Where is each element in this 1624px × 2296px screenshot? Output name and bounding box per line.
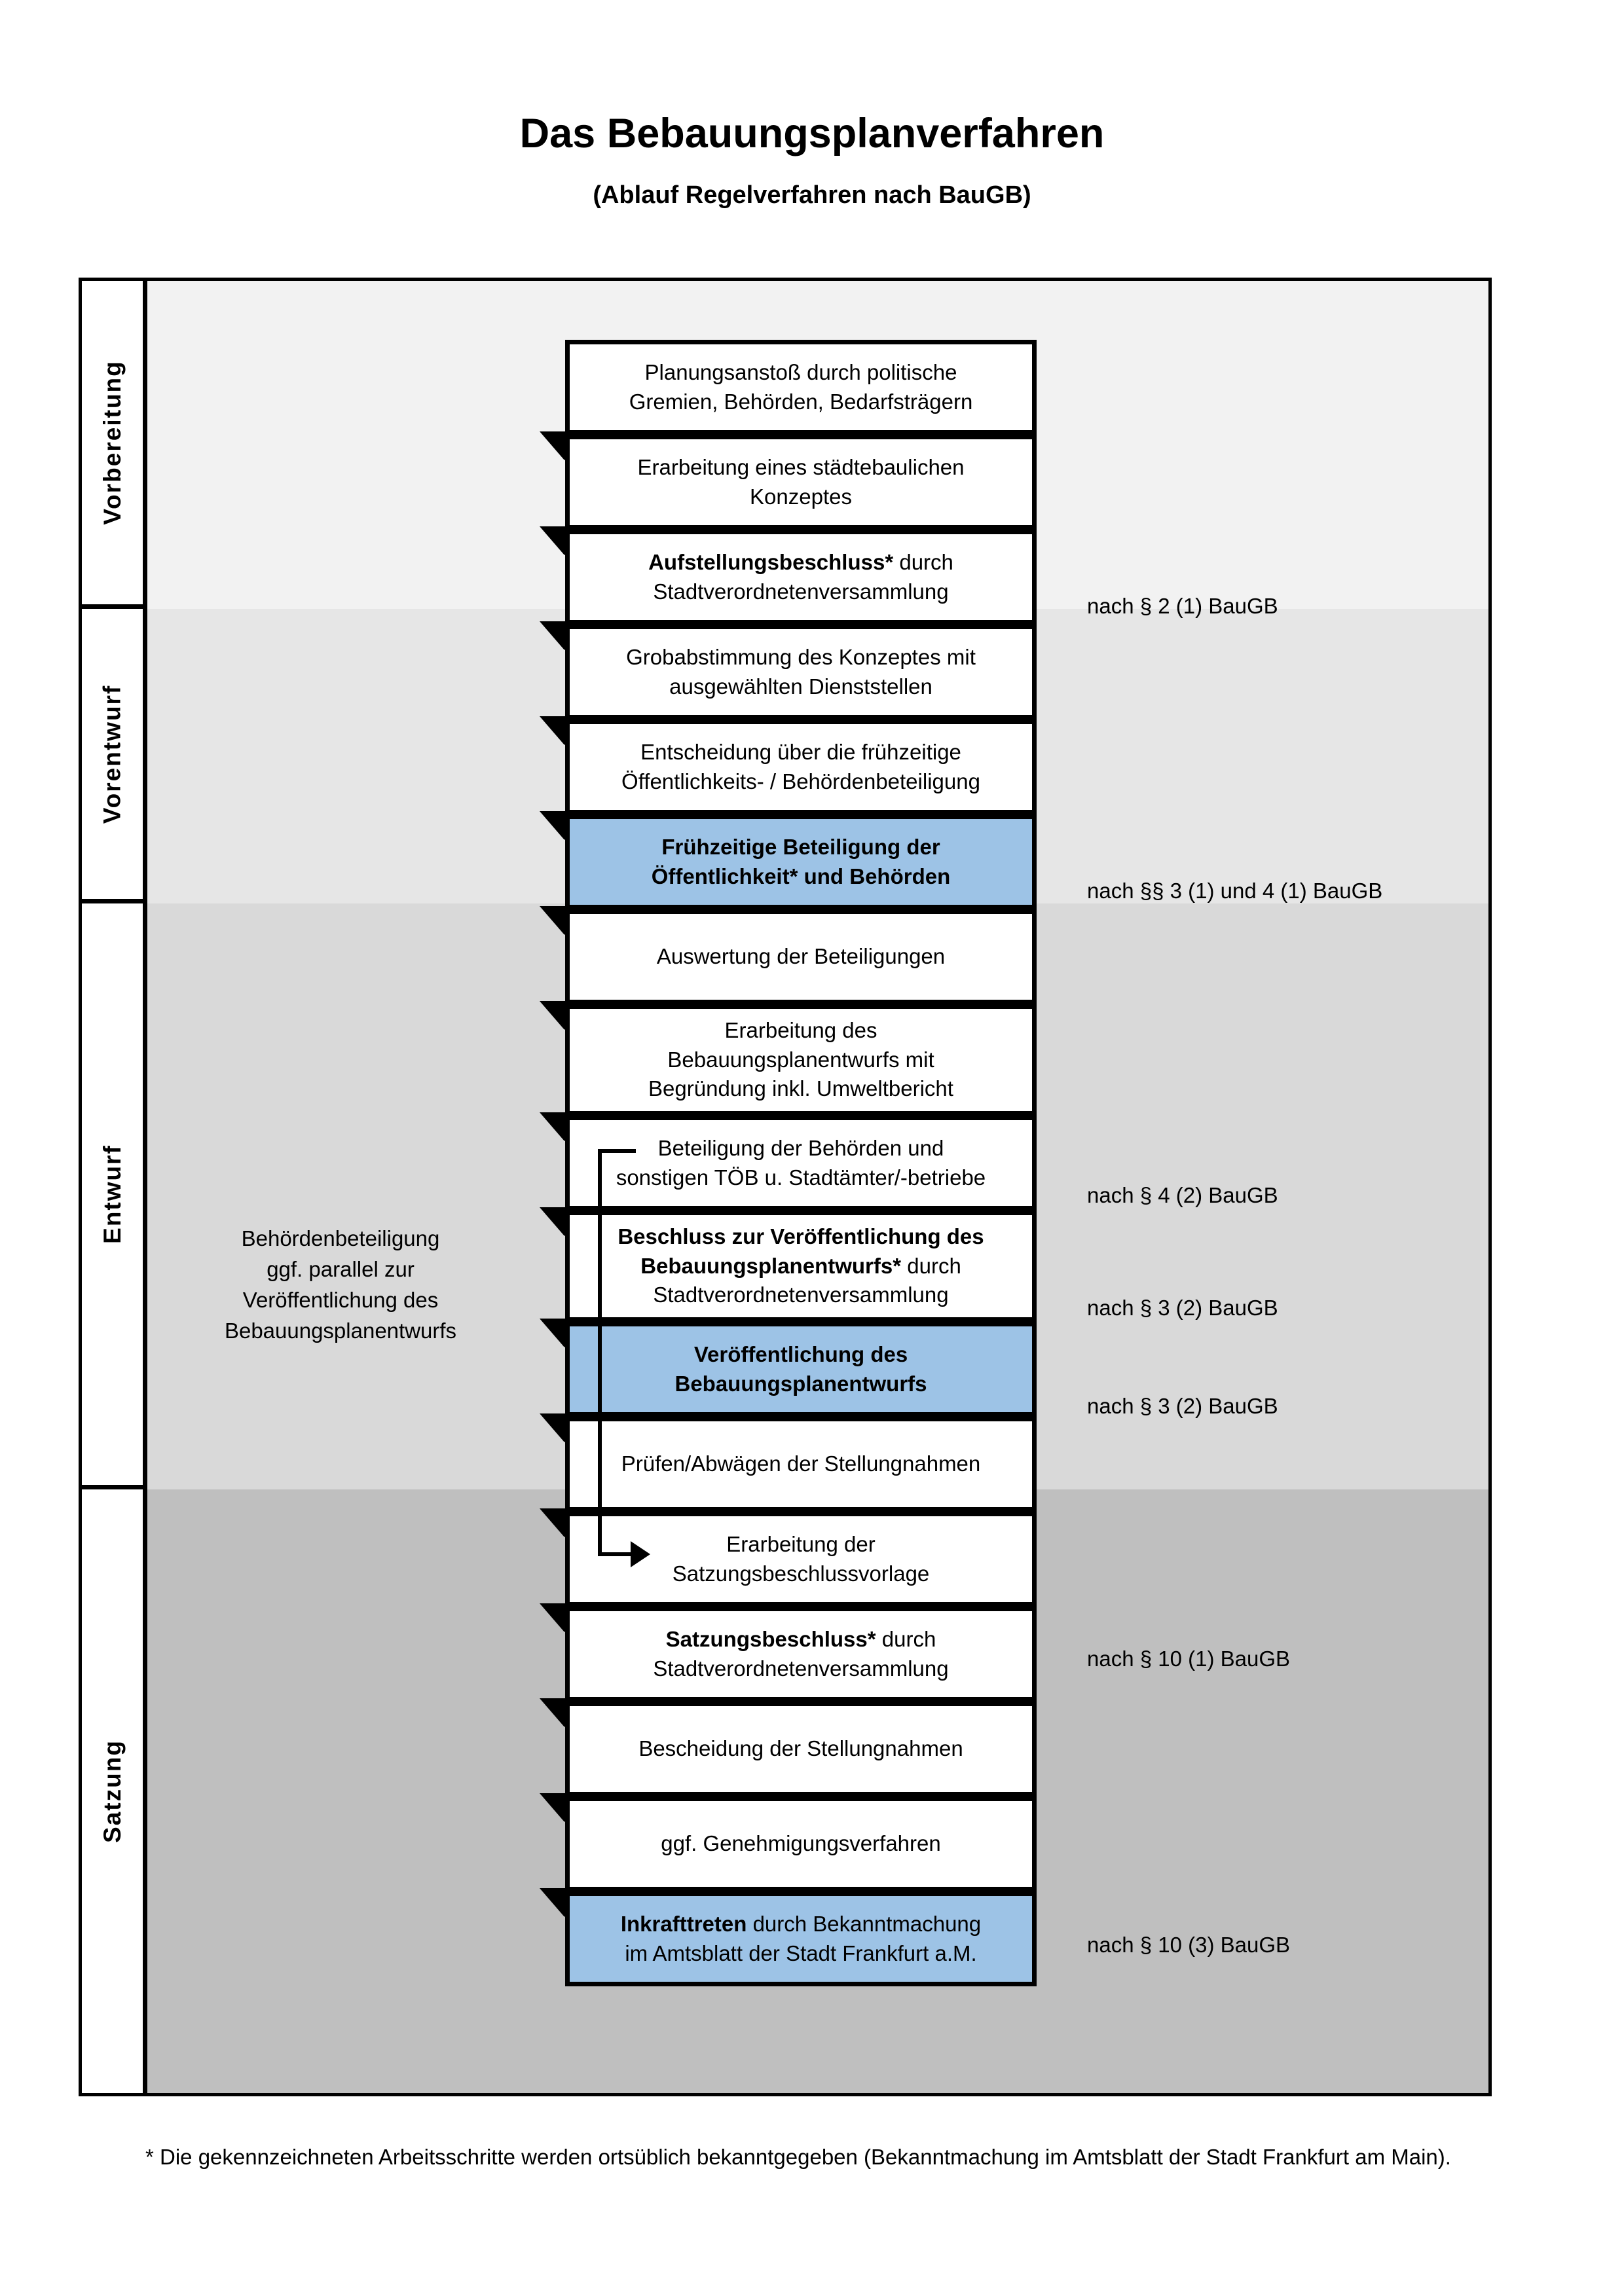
- step-bold-text: Inkrafttreten: [620, 1911, 747, 1936]
- phase-label-entwurf: Entwurf: [82, 903, 143, 1489]
- step-bold-text: Aufstellungsbeschluss*: [648, 549, 894, 574]
- step-line-1: Planungsanstoß durch politische: [644, 359, 957, 384]
- step-line-1: Satzungsbeschluss* durch: [665, 1626, 936, 1651]
- step-bescheidung-stellungnahmen[interactable]: Bescheidung der Stellungnahmen: [565, 1702, 1037, 1796]
- step-line-1: Auswertung der Beteiligungen: [656, 944, 946, 969]
- step-line-2: Bebauungsplanentwurfs* durch: [640, 1253, 961, 1278]
- title-block: Das Bebauungsplanverfahren (Ablauf Regel…: [0, 111, 1624, 210]
- step-line-1: Erarbeitung der: [726, 1531, 876, 1556]
- step-veroeffentlichung-bebauungsplanentwurf[interactable]: Veröffentlichung des Bebauungsplanentwur…: [565, 1322, 1037, 1417]
- step-grobabstimmung[interactable]: Grobabstimmung des Konzeptes mit ausgewä…: [565, 625, 1037, 720]
- step-line-2: sonstigen TÖB u. Stadtämter/-betriebe: [616, 1165, 986, 1190]
- page-title: Das Bebauungsplanverfahren: [519, 111, 1105, 156]
- step-line-1: Erarbeitung eines städtebaulichen: [637, 454, 965, 479]
- step-line-1: Beschluss zur Veröffentlichung des: [618, 1222, 984, 1252]
- step-line-2: Gremien, Behörden, Bedarfsträgern: [629, 389, 973, 414]
- reference-beschluss-veroeffentlichung: nach § 3 (2) BauGB: [1087, 1296, 1278, 1320]
- side-note-line-2: ggf. parallel zur: [267, 1256, 415, 1281]
- step-line-1: ggf. Genehmigungsverfahren: [661, 1831, 941, 1856]
- phase-label-text: Vorentwurf: [98, 684, 126, 824]
- step-bold-text: Beschluss zur Veröffentlichung des: [618, 1224, 984, 1248]
- step-line-1: Inkrafttreten durch Bekanntmachung: [620, 1911, 982, 1936]
- step-line-2: Öffentlichkeits- / Behördenbeteiligung: [621, 769, 980, 793]
- step-line-3: Begründung inkl. Umweltbericht: [648, 1076, 953, 1101]
- step-line-2: ausgewählten Dienststellen: [669, 674, 932, 699]
- reference-fruehzeitige-beteiligung: nach §§ 3 (1) und 4 (1) BauGB: [1087, 879, 1383, 903]
- step-line-1: Grobabstimmung des Konzeptes mit: [626, 644, 976, 669]
- step-line-2: Bebauungsplanentwurfs: [674, 1371, 927, 1396]
- reference-beteiligung-behoerden: nach § 4 (2) BauGB: [1087, 1183, 1278, 1207]
- step-genehmigungsverfahren[interactable]: ggf. Genehmigungsverfahren: [565, 1796, 1037, 1891]
- page-subtitle: (Ablauf Regelverfahren nach BauGB): [593, 181, 1031, 210]
- step-line-2: Konzeptes: [750, 484, 852, 509]
- step-line-3: Stadtverordnetenversammlung: [653, 1283, 949, 1307]
- phase-label-text: Vorbereitung: [98, 360, 126, 525]
- bracket-connector-vertical: [598, 1149, 602, 1556]
- step-inkrafttreten[interactable]: Inkrafttreten durch Bekanntmachung im Am…: [565, 1891, 1037, 1986]
- phase-label-vorentwurf: Vorentwurf: [82, 609, 143, 903]
- reference-veroeffentlichung: nach § 3 (2) BauGB: [1087, 1394, 1278, 1418]
- step-beschluss-veroeffentlichung[interactable]: Beschluss zur Veröffentlichung des Bebau…: [565, 1211, 1037, 1322]
- step-entscheidung-fruehzeitige-beteiligung[interactable]: Entscheidung über die frühzeitige Öffent…: [565, 720, 1037, 814]
- diagram-frame: Vorbereitung Vorentwurf Entwurf Satzung …: [79, 278, 1492, 2096]
- step-line-2: Stadtverordnetenversammlung: [653, 1656, 949, 1681]
- step-fruehzeitige-beteiligung[interactable]: Frühzeitige Beteiligung der Öffentlichke…: [565, 814, 1037, 909]
- step-beteiligung-behoerden-toeb[interactable]: Beteiligung der Behörden und sonstigen T…: [565, 1116, 1037, 1211]
- step-line-1: Bescheidung der Stellungnahmen: [638, 1736, 963, 1761]
- step-line-1: Beteiligung der Behörden und: [657, 1135, 944, 1160]
- step-line-1: Aufstellungsbeschluss* durch: [648, 549, 953, 574]
- step-pruefen-abwaegen[interactable]: Prüfen/Abwägen der Stellungnahmen: [565, 1417, 1037, 1512]
- phase-label-vorbereitung: Vorbereitung: [82, 281, 143, 609]
- step-auswertung-beteiligungen[interactable]: Auswertung der Beteiligungen: [565, 909, 1037, 1004]
- reference-satzungsbeschluss: nach § 10 (1) BauGB: [1087, 1647, 1291, 1671]
- step-line-1: Veröffentlichung des: [693, 1341, 908, 1366]
- step-line-2: Öffentlichkeit* und Behörden: [651, 864, 951, 888]
- step-bold-text: Satzungsbeschluss*: [665, 1626, 876, 1651]
- phase-label-text: Satzung: [98, 1740, 126, 1843]
- phase-label-text: Entwurf: [98, 1144, 126, 1244]
- step-erarbeitung-bebauungsplanentwurf[interactable]: Erarbeitung des Bebauungsplanentwurfs mi…: [565, 1004, 1037, 1116]
- step-satzungsbeschluss[interactable]: Satzungsbeschluss* durch Stadtverordnete…: [565, 1607, 1037, 1702]
- step-bold-text: Bebauungsplanentwurfs*: [640, 1253, 902, 1278]
- bracket-connector-arrowhead: [631, 1541, 650, 1567]
- step-aufstellungsbeschluss[interactable]: Aufstellungsbeschluss* durch Stadtverord…: [565, 530, 1037, 625]
- step-planungsanstoss[interactable]: Planungsanstoß durch politische Gremien,…: [565, 340, 1037, 435]
- step-line-1: Entscheidung über die frühzeitige: [640, 739, 961, 764]
- step-line-2: Satzungsbeschlussvorlage: [672, 1561, 930, 1586]
- reference-aufstellungsbeschluss: nach § 2 (1) BauGB: [1087, 594, 1278, 618]
- step-line-2: Stadtverordnetenversammlung: [653, 579, 949, 604]
- side-note-line-3: Veröffentlichung des: [242, 1287, 439, 1312]
- bracket-connector-top-stub: [598, 1149, 636, 1153]
- phase-label-satzung: Satzung: [82, 1489, 143, 2093]
- side-note-line-4: Bebauungsplanentwurfs: [224, 1318, 457, 1343]
- bracket-connector-bottom-stub: [598, 1552, 632, 1556]
- step-line-1: Erarbeitung des: [724, 1017, 877, 1042]
- step-staedtebauliches-konzept[interactable]: Erarbeitung eines städtebaulichen Konzep…: [565, 435, 1037, 530]
- step-line-2: Bebauungsplanentwurfs mit: [667, 1047, 934, 1072]
- step-line-1: Frühzeitige Beteiligung der: [661, 834, 940, 859]
- reference-inkrafttreten: nach § 10 (3) BauGB: [1087, 1933, 1291, 1957]
- footnote: * Die gekennzeichneten Arbeitsschritte w…: [145, 2145, 1451, 2169]
- side-note-behoerdenbeteiligung: Behördenbeteiligung ggf. parallel zur Ve…: [187, 1224, 494, 1346]
- step-line-1: Prüfen/Abwägen der Stellungnahmen: [621, 1451, 981, 1476]
- phase-label-column: Vorbereitung Vorentwurf Entwurf Satzung: [82, 281, 147, 2093]
- side-note-line-1: Behördenbeteiligung: [241, 1226, 440, 1250]
- step-line-2: im Amtsblatt der Stadt Frankfurt a.M.: [625, 1941, 977, 1965]
